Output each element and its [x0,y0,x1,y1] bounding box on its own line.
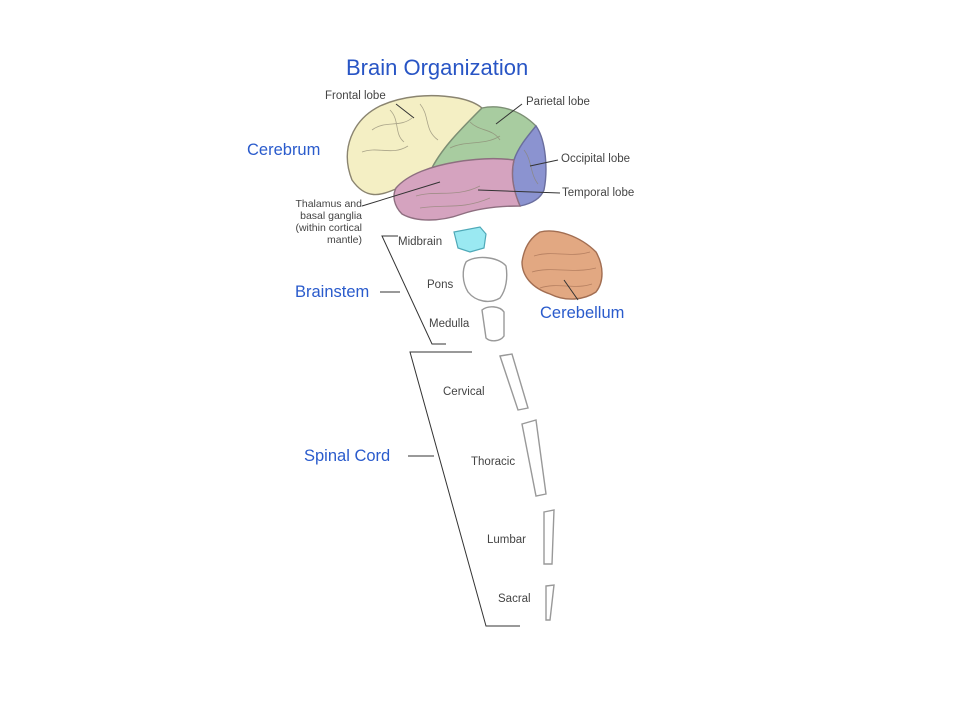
cerebellum-label: Cerebellum [540,304,625,322]
midbrain-label: Midbrain [398,236,443,248]
pons-shape [462,256,508,303]
sacral-segment [545,584,555,621]
page-title: Brain Organization [346,55,529,80]
temporal-lobe-label: Temporal lobe [562,187,635,199]
spinal-cord-label: Spinal Cord [304,447,391,465]
pons-label: Pons [427,279,454,291]
midbrain-shape [453,226,487,253]
cerebellum-shape [521,230,603,300]
medulla-label: Medulla [429,318,470,330]
lumbar-label: Lumbar [487,534,526,546]
cerebrum-label: Cerebrum [247,141,321,159]
brainstem-label: Brainstem [295,283,370,301]
frontal-lobe-label: Frontal lobe [325,90,386,102]
gyri-lines [361,103,539,209]
occipital-lobe-label: Occipital lobe [561,153,631,165]
thoracic-segment [521,419,547,497]
cervical-label: Cervical [443,386,485,398]
cervical-segment [499,353,529,411]
temporal-lobe [393,157,522,221]
thalamus-label: Thalamus and basal ganglia (within corti… [295,198,362,246]
sacral-label: Sacral [498,593,531,605]
thoracic-label: Thoracic [471,456,516,468]
parietal-lobe-label: Parietal lobe [526,96,590,108]
medulla-shape [481,306,505,342]
leader-lines [361,103,579,627]
lumbar-segment [543,509,555,565]
